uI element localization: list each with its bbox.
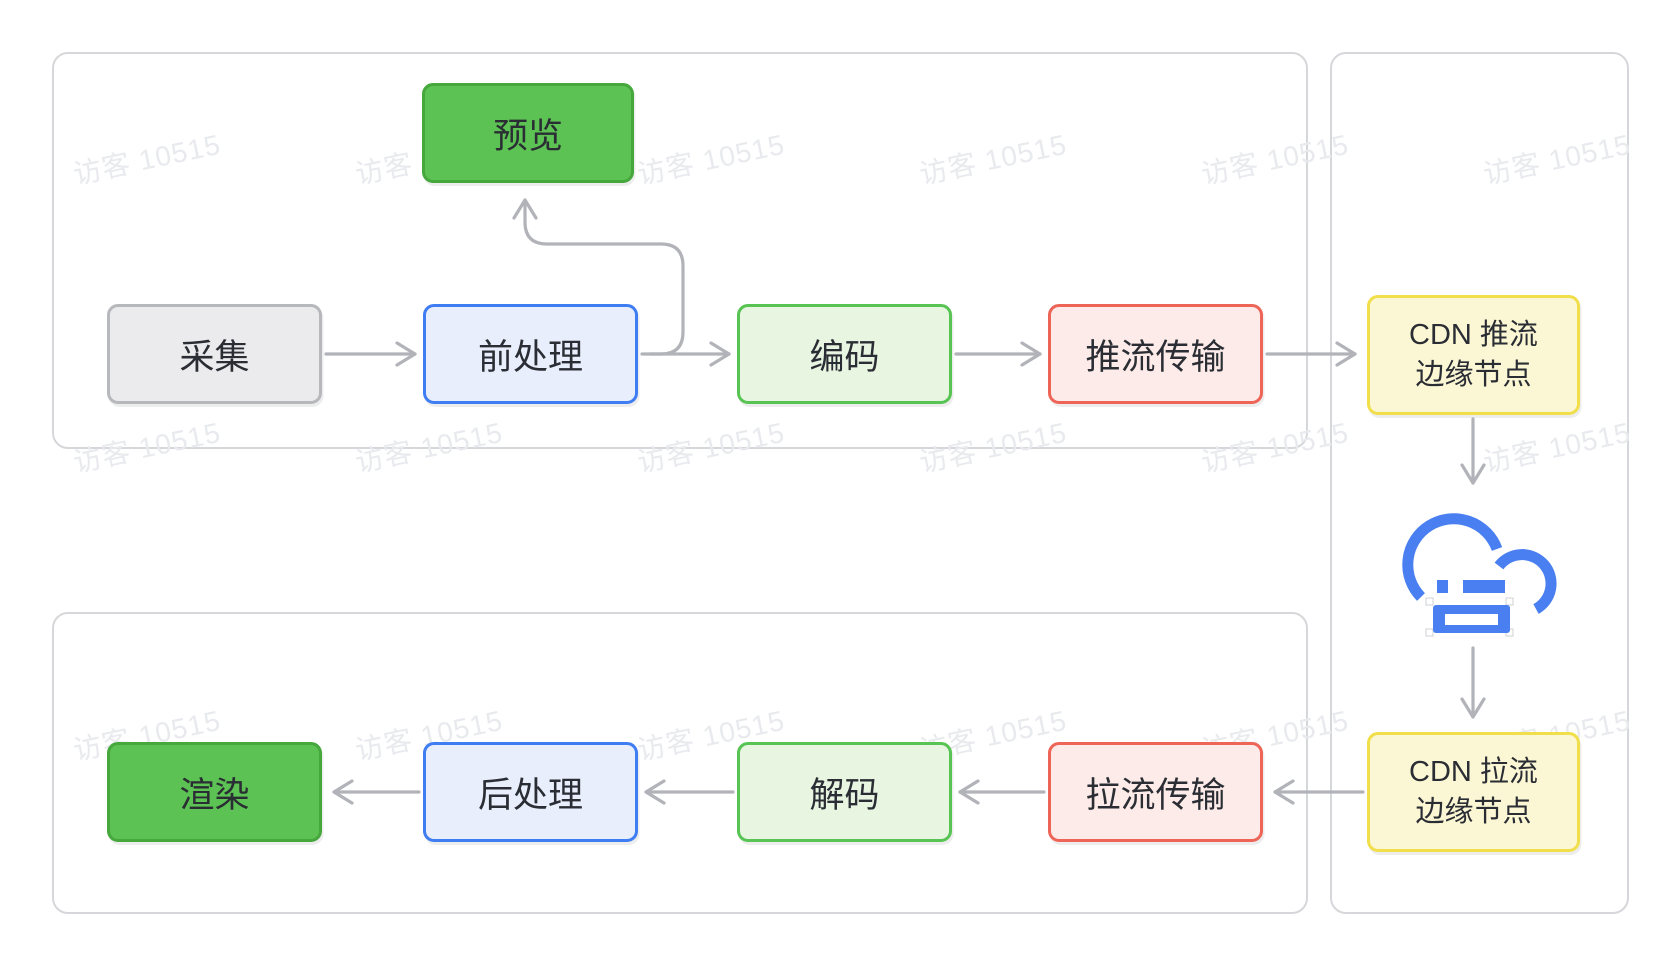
node-cdn-push-edge-line2: 边缘节点 (1415, 359, 1532, 391)
node-decode[interactable]: 解码 (737, 742, 952, 842)
node-pull-transport[interactable]: 拉流传输 (1048, 742, 1263, 842)
node-decode-label: 解码 (809, 775, 880, 815)
node-preprocess[interactable]: 前处理 (423, 304, 638, 404)
cdn-column-container[interactable] (1330, 52, 1629, 914)
push-pipeline-container[interactable] (52, 52, 1308, 449)
node-capture[interactable]: 采集 (107, 304, 322, 404)
node-push-transport-label: 推流传输 (1085, 337, 1226, 377)
node-capture-label: 采集 (179, 337, 250, 377)
cloud-server-icon[interactable] (1398, 505, 1558, 645)
node-preview-label: 预览 (492, 116, 563, 156)
node-cdn-pull-edge-line1: CDN 拉流 (1409, 756, 1538, 788)
node-cdn-pull-edge-line2: 边缘节点 (1415, 796, 1532, 828)
node-preprocess-label: 前处理 (477, 337, 583, 377)
node-preview[interactable]: 预览 (422, 83, 634, 183)
node-pull-transport-label: 拉流传输 (1085, 775, 1226, 815)
node-cdn-push-edge[interactable]: CDN 推流 边缘节点 (1367, 295, 1580, 415)
node-render-label: 渲染 (179, 775, 250, 815)
node-encode-label: 编码 (809, 337, 880, 377)
node-cdn-push-edge-line1: CDN 推流 (1409, 319, 1538, 351)
node-cdn-pull-edge[interactable]: CDN 拉流 边缘节点 (1367, 732, 1580, 852)
node-postprocess-label: 后处理 (477, 775, 583, 815)
node-push-transport[interactable]: 推流传输 (1048, 304, 1263, 404)
node-encode[interactable]: 编码 (737, 304, 952, 404)
arrow-preprocess-to-preview[interactable] (512, 198, 685, 356)
playback-pipeline-container[interactable] (52, 612, 1308, 914)
node-postprocess[interactable]: 后处理 (423, 742, 638, 842)
node-render[interactable]: 渲染 (107, 742, 322, 842)
